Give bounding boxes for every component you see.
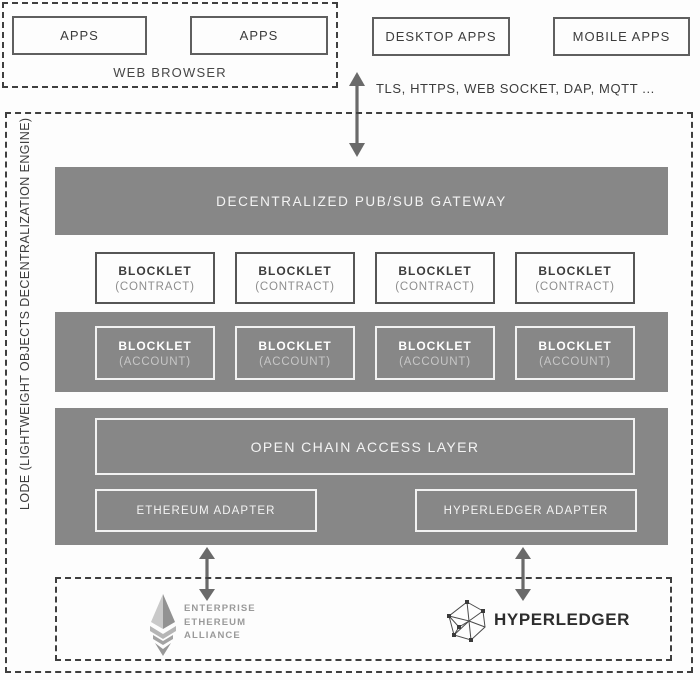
ledgers-group xyxy=(55,577,672,661)
apps-right-label: APPS xyxy=(239,28,279,43)
blocklet-account-2: BLOCKLET (ACCOUNT) xyxy=(235,326,355,380)
blocklet-title: BLOCKLET xyxy=(398,263,472,278)
blocklet-account-3: BLOCKLET (ACCOUNT) xyxy=(375,326,495,380)
pubsub-gateway-bar: DECENTRALIZED PUB/SUB GATEWAY xyxy=(55,167,668,235)
ethereum-adapter-box: ETHEREUM ADAPTER xyxy=(95,489,317,532)
desktop-apps-label: DESKTOP APPS xyxy=(385,29,497,44)
blocklet-subtitle: (ACCOUNT) xyxy=(399,355,471,368)
mobile-apps-box: MOBILE APPS xyxy=(553,17,690,56)
apps-box-left: APPS xyxy=(12,16,147,55)
double-arrow-icon xyxy=(199,547,215,601)
blocklet-subtitle: (ACCOUNT) xyxy=(259,355,331,368)
blocklet-contract-1: BLOCKLET (CONTRACT) xyxy=(95,252,215,304)
blocklet-account-1: BLOCKLET (ACCOUNT) xyxy=(95,326,215,380)
blocklet-title: BLOCKLET xyxy=(398,338,472,353)
hyperledger-adapter-box: HYPERLEDGER ADAPTER xyxy=(415,489,637,532)
blocklet-contract-4: BLOCKLET (CONTRACT) xyxy=(515,252,635,304)
open-chain-access-layer-box: OPEN CHAIN ACCESS LAYER xyxy=(95,418,635,475)
double-arrow-icon xyxy=(515,547,531,601)
eea-wordmark: ENTERPRISE ETHEREUM ALLIANCE xyxy=(184,602,256,643)
blocklet-subtitle: (ACCOUNT) xyxy=(539,355,611,368)
blocklet-title: BLOCKLET xyxy=(258,338,332,353)
blocklet-account-4: BLOCKLET (ACCOUNT) xyxy=(515,326,635,380)
blocklet-title: BLOCKLET xyxy=(538,263,612,278)
eea-line-alliance: ALLIANCE xyxy=(184,630,241,641)
blocklet-subtitle: (ACCOUNT) xyxy=(119,355,191,368)
web-browser-label: WEB BROWSER xyxy=(113,65,227,80)
hyperledger-wordmark: HYPERLEDGER xyxy=(494,610,631,629)
mobile-apps-label: MOBILE APPS xyxy=(572,29,671,44)
web-browser-group xyxy=(2,2,338,88)
blocklet-title: BLOCKLET xyxy=(118,338,192,353)
open-chain-access-layer-label: OPEN CHAIN ACCESS LAYER xyxy=(250,438,480,455)
access-layer-bar xyxy=(55,408,668,545)
double-arrow-icon xyxy=(349,72,365,157)
desktop-apps-box: DESKTOP APPS xyxy=(372,17,510,56)
apps-box-right: APPS xyxy=(190,16,328,55)
eea-line-ethereum: ETHEREUM xyxy=(184,616,247,628)
blocklet-contract-3: BLOCKLET (CONTRACT) xyxy=(375,252,495,304)
ethereum-adapter-label: ETHEREUM ADAPTER xyxy=(136,504,276,517)
blocklet-title: BLOCKLET xyxy=(258,263,332,278)
hyperledger-adapter-label: HYPERLEDGER ADAPTER xyxy=(443,504,609,517)
protocols-label: TLS, HTTPS, WEB SOCKET, DAP, MQTT ... xyxy=(376,81,655,96)
blocklet-subtitle: (CONTRACT) xyxy=(255,280,335,293)
blocklet-contract-2: BLOCKLET (CONTRACT) xyxy=(235,252,355,304)
hyperledger-icon xyxy=(447,600,486,642)
blocklet-subtitle: (CONTRACT) xyxy=(535,280,615,293)
blocklet-subtitle: (CONTRACT) xyxy=(395,280,475,293)
lode-container xyxy=(5,112,693,673)
apps-left-label: APPS xyxy=(60,28,99,43)
pubsub-gateway-title: DECENTRALIZED PUB/SUB GATEWAY xyxy=(216,193,507,209)
blocklet-title: BLOCKLET xyxy=(538,338,612,353)
eea-line-enterprise: ENTERPRISE xyxy=(184,603,256,614)
blocklet-title: BLOCKLET xyxy=(118,263,192,278)
blocklet-subtitle: (CONTRACT) xyxy=(115,280,195,293)
ethereum-diamond-icon xyxy=(150,594,176,656)
lode-side-label: LODE (LIGHTWEIGHT OBJECTS DECENTRALIZATI… xyxy=(18,117,32,511)
